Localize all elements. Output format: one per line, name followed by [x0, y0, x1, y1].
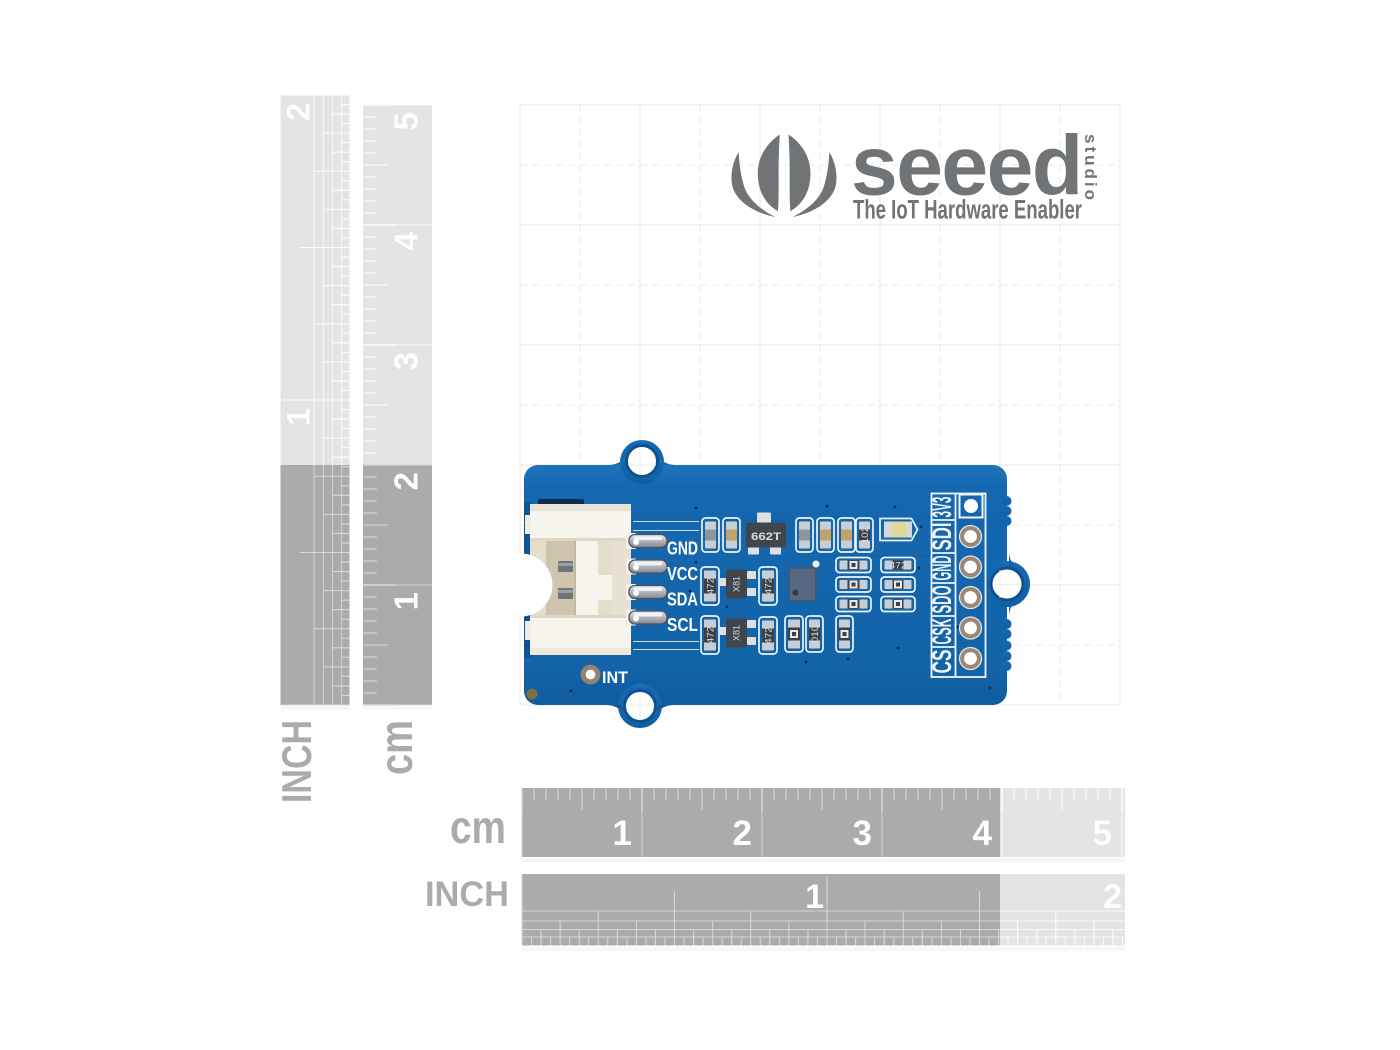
- svg-text:3: 3: [388, 352, 425, 370]
- svg-text:4: 4: [388, 231, 425, 250]
- svg-text:1: 1: [613, 814, 632, 853]
- svg-text:5: 5: [1093, 814, 1112, 853]
- svg-text:3: 3: [853, 814, 872, 853]
- svg-text:472: 472: [706, 578, 717, 595]
- svg-text:cm: cm: [370, 720, 422, 775]
- svg-text:4: 4: [973, 814, 993, 853]
- svg-text:INCH: INCH: [273, 720, 320, 803]
- svg-text:3V3: 3V3: [927, 497, 957, 518]
- svg-text:VCC: VCC: [667, 564, 698, 584]
- svg-text:472: 472: [706, 627, 717, 644]
- svg-text:SDA: SDA: [667, 590, 698, 610]
- svg-text:INT: INT: [602, 668, 629, 687]
- svg-text:472: 472: [890, 561, 907, 572]
- svg-text:cm: cm: [450, 801, 506, 853]
- svg-text:1: 1: [805, 878, 824, 916]
- svg-text:The IoT Hardware Enabler: The IoT Hardware Enabler: [853, 195, 1082, 225]
- svg-text:SDI: SDI: [927, 523, 957, 551]
- svg-text:2: 2: [733, 814, 752, 853]
- svg-text:102: 102: [860, 527, 871, 544]
- svg-text:1: 1: [281, 408, 317, 426]
- svg-text:CS: CS: [927, 650, 957, 674]
- svg-text:010: 010: [810, 626, 821, 643]
- svg-text:662T: 662T: [751, 531, 781, 543]
- svg-text:X81: X81: [732, 625, 742, 641]
- svg-text:5: 5: [388, 112, 425, 130]
- svg-text:472: 472: [764, 578, 775, 595]
- svg-text:INCH: INCH: [425, 875, 509, 914]
- svg-text:CSK: CSK: [927, 618, 957, 644]
- svg-text:472: 472: [764, 627, 775, 644]
- svg-text:2: 2: [388, 472, 425, 490]
- svg-text:seeed: seeed: [851, 119, 1082, 213]
- svg-text:SCL: SCL: [667, 615, 698, 635]
- svg-text:1: 1: [388, 592, 425, 610]
- svg-text:2: 2: [1103, 878, 1122, 916]
- svg-text:GND: GND: [927, 556, 957, 581]
- svg-text:X81: X81: [732, 576, 742, 592]
- svg-text:SDO: SDO: [927, 586, 957, 614]
- svg-text:2: 2: [281, 103, 317, 121]
- svg-text:GND: GND: [667, 539, 698, 559]
